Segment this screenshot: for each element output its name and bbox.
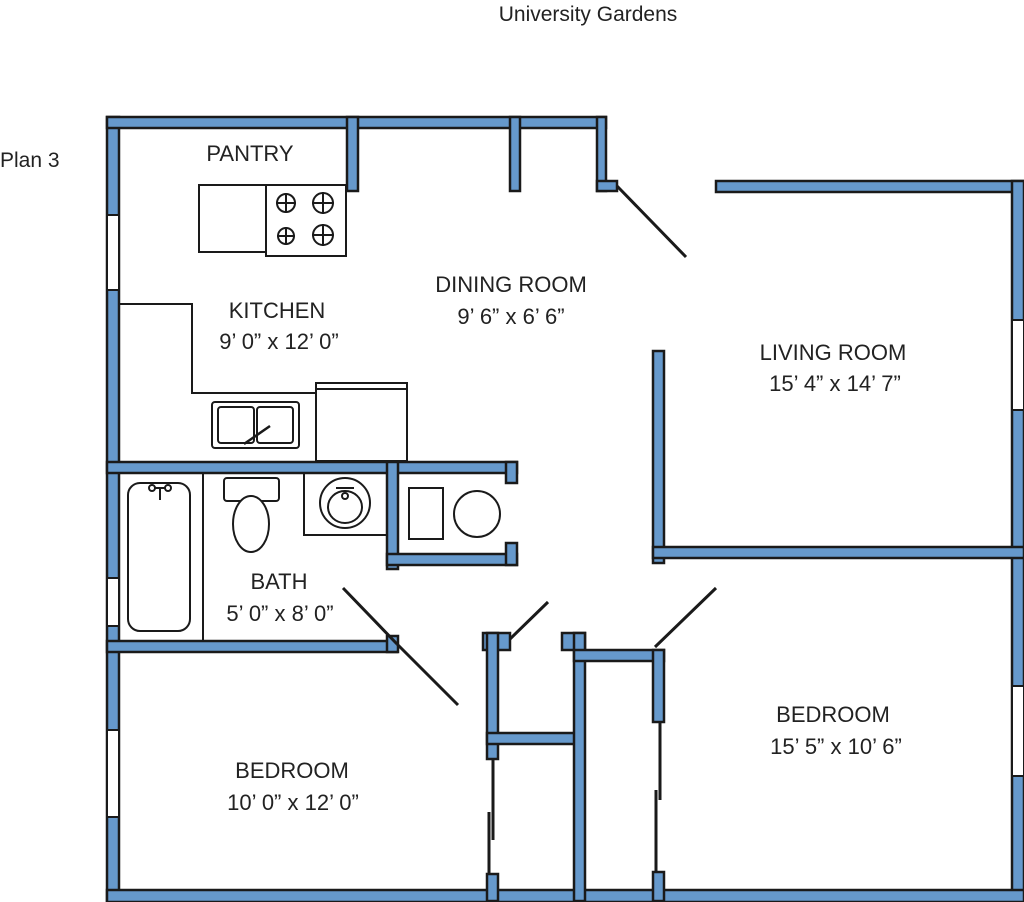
wall-kitchen-bath (105, 460, 519, 475)
window-living (1011, 319, 1024, 411)
bath-size: 5’ 0” x 8’ 0” (226, 601, 333, 626)
window-kitchen (106, 214, 120, 291)
kitchen-label: KITCHEN (229, 298, 326, 323)
door-bedroom-left (395, 642, 460, 707)
refrigerator (198, 184, 267, 253)
window-bedroom-right (1011, 685, 1024, 777)
bath-sink-icon (303, 473, 387, 536)
wall-living-bottom (651, 545, 1024, 560)
bathtub-icon (127, 473, 204, 641)
wall-right-exterior (1010, 179, 1024, 902)
room-labels: PANTRY KITCHEN 9’ 0” x 12’ 0” DINING ROO… (206, 141, 906, 815)
wall-pantry-partition (345, 115, 360, 193)
wall-hall-closet-mid (485, 731, 586, 746)
dryer (453, 490, 501, 538)
bedroom-left-label: BEDROOM (235, 758, 349, 783)
door-bedroom-right (653, 586, 718, 649)
wall-dining-stub (508, 115, 522, 193)
fixtures (119, 184, 501, 641)
pantry-label: PANTRY (206, 141, 294, 166)
wall-closet-bottom (385, 552, 519, 567)
stove-icon (265, 184, 347, 257)
living-room-label: LIVING ROOM (760, 340, 907, 365)
wall-hall-left (485, 631, 500, 761)
bedroom-left-size: 10’ 0” x 12’ 0” (227, 790, 359, 815)
window-bedroom-left (106, 729, 120, 818)
wall-bottom-exterior (105, 888, 1024, 902)
wall-bath-bottom (105, 639, 399, 654)
wall-top-right-stub-foot (595, 179, 619, 193)
washer (408, 487, 444, 540)
door-entry (615, 184, 688, 259)
dining-room-size: 9’ 6” x 6’ 6” (457, 304, 564, 329)
wall-closet-top-end (504, 460, 519, 485)
wall-hall-center (572, 631, 587, 902)
living-room-size: 15’ 4” x 14’ 7” (769, 371, 901, 396)
wall-closet-bottom-end (504, 541, 519, 567)
plan-title: University Gardens (499, 3, 678, 26)
wall-hall-right-top (572, 648, 666, 663)
dining-room-label: DINING ROOM (435, 272, 587, 297)
bedroom-right-size: 15’ 5” x 10’ 6” (770, 734, 902, 759)
wall-hall-right-upper (651, 648, 666, 724)
bedroom-right-label: BEDROOM (776, 702, 890, 727)
plan-label: Plan 3 (0, 149, 60, 172)
window-bath (106, 577, 120, 627)
windows (106, 214, 1024, 818)
kitchen-size: 9’ 0” x 12’ 0” (219, 329, 338, 354)
door-hall-closet (508, 600, 550, 641)
kitchen-sink-icon (211, 401, 300, 449)
kitchen-counter-outline (119, 303, 316, 394)
wall-hall-right-lower (651, 870, 666, 902)
door-bath (341, 586, 399, 646)
bath-label: BATH (250, 569, 307, 594)
wall-living-left (651, 349, 666, 565)
wall-hall-left-lower (485, 872, 500, 902)
doors (341, 184, 718, 874)
wall-living-top (714, 179, 1024, 194)
toilet-icon (223, 477, 280, 553)
dishwasher (315, 382, 408, 462)
